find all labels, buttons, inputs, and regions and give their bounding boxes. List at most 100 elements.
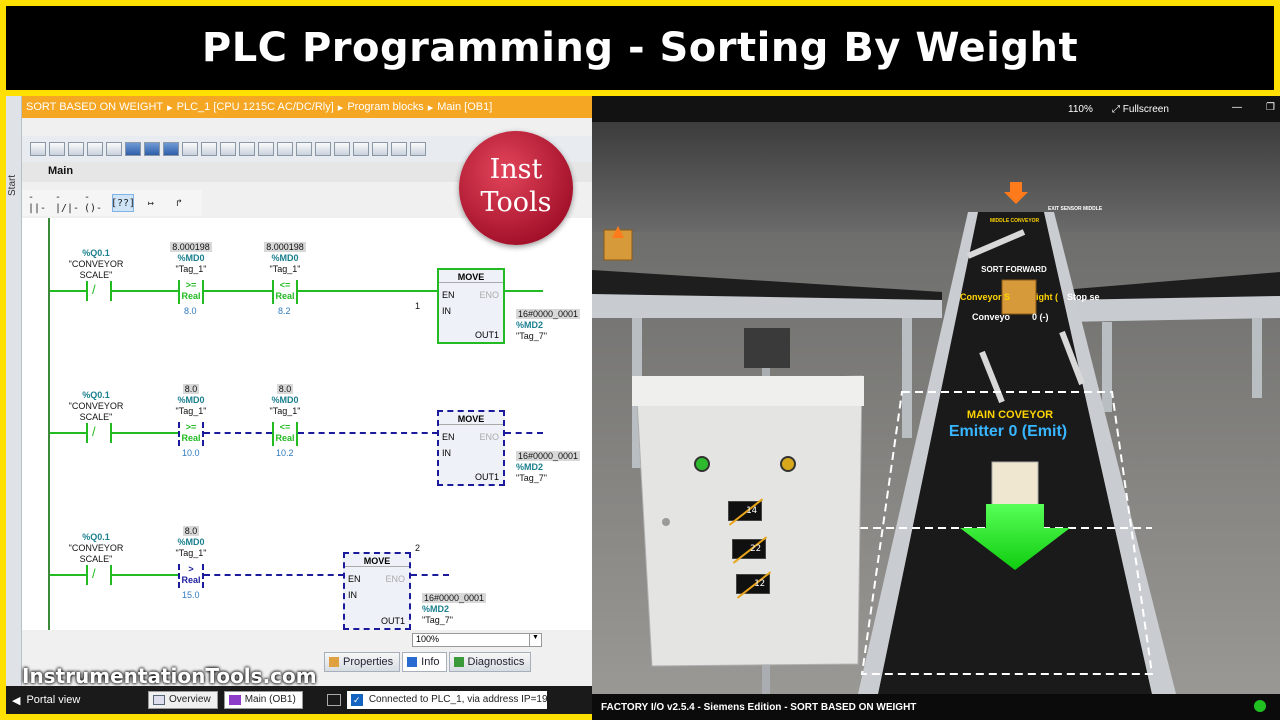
fullscreen-button[interactable]: ⤢ Fullscreen <box>1112 104 1169 115</box>
contact-tag: "CONVEYOR <box>68 259 124 269</box>
toolbar-button[interactable] <box>144 142 160 156</box>
compare-operator: >= <box>185 280 197 290</box>
cabinet-display: 22 <box>732 539 766 559</box>
wire <box>204 574 344 576</box>
display-value: 12 <box>754 579 765 589</box>
chevron-left-icon: ◀ <box>12 694 21 707</box>
move-out-tag: "Tag_7" <box>516 473 547 483</box>
toolbar-button[interactable] <box>163 142 179 156</box>
nc-contact-button[interactable]: -|/|- <box>54 192 80 214</box>
compare-type: Real <box>181 575 201 585</box>
toolbar-button[interactable] <box>220 142 236 156</box>
move-title: MOVE <box>345 554 409 567</box>
ladder-toolbar: -||- -|/|- -()- [??] ↦ ↱ <box>22 190 202 216</box>
monitor-icon[interactable] <box>326 694 341 706</box>
nc-slash: / <box>92 566 96 581</box>
start-strip[interactable]: Start <box>6 96 22 686</box>
compare-le-box[interactable]: <= Real <box>272 280 298 304</box>
toolbar-button[interactable] <box>239 142 255 156</box>
open-branch-button[interactable]: ↦ <box>147 197 155 209</box>
conveyor-leg <box>1252 318 1262 398</box>
compare-le-box[interactable]: <= Real <box>272 422 298 446</box>
contact-address: %Q0.1 <box>82 248 110 258</box>
cmp1-address: %MD0 <box>177 253 205 263</box>
toolbar-button[interactable] <box>125 142 141 156</box>
toolbar-button[interactable] <box>391 142 407 156</box>
toolbar-button[interactable] <box>182 142 198 156</box>
toolbar-button[interactable] <box>372 142 388 156</box>
move-out-live: 16#0000_0001 <box>516 309 581 319</box>
tab-info[interactable]: Info <box>402 652 447 672</box>
move-block[interactable]: MOVE EN ENO IN OUT1 <box>437 410 505 486</box>
cardboard-box <box>1001 279 1037 315</box>
main-ob1-task[interactable]: Main (OB1) <box>223 691 303 709</box>
toolbar-button[interactable] <box>315 142 331 156</box>
restore-icon[interactable]: ❐ <box>1266 102 1275 113</box>
nc-slash: / <box>92 424 96 439</box>
toolbar-button[interactable] <box>106 142 122 156</box>
toolbar-button[interactable] <box>49 142 65 156</box>
breadcrumb-program-blocks[interactable]: Program blocks <box>347 101 424 113</box>
zoom-select[interactable]: 100% ▼ <box>412 633 542 647</box>
nc-contact[interactable]: / <box>86 565 112 585</box>
no-contact-button[interactable]: -||- <box>28 192 47 214</box>
cmp1-constant: 15.0 <box>182 590 200 600</box>
cabinet-display: 12 <box>736 574 770 594</box>
toolbar-button[interactable] <box>277 142 293 156</box>
toolbar-button[interactable] <box>258 142 274 156</box>
expand-icon: ⤢ <box>1112 104 1123 115</box>
contact-tag: SCALE" <box>79 554 113 564</box>
cmp2-live-value: 8.0 <box>276 384 294 394</box>
compare-gt-box[interactable]: > Real <box>178 564 204 588</box>
conveyor-scale-label: Conveyor S <box>960 292 1010 302</box>
coil-button[interactable]: -()- <box>84 192 103 214</box>
wire <box>298 290 438 292</box>
toolbar-button[interactable] <box>296 142 312 156</box>
breadcrumb-project[interactable]: SORT BASED ON WEIGHT <box>26 101 164 113</box>
cmp1-tag: "Tag_1" <box>175 406 207 416</box>
tab-diagnostics[interactable]: Diagnostics <box>448 652 532 672</box>
breadcrumb-plc[interactable]: PLC_1 [CPU 1215C AC/DC/Rly] <box>176 101 334 113</box>
power-rail <box>48 218 50 630</box>
move-block[interactable]: MOVE EN ENO IN OUT1 <box>437 268 505 344</box>
portal-view-button[interactable]: ◀ Portal view <box>12 694 142 707</box>
move-block[interactable]: MOVE EN ENO IN OUT1 <box>343 552 411 630</box>
compare-ge-box[interactable]: >= Real <box>178 422 204 446</box>
factory-scene[interactable]: MAIN COVEYOR Emitter 0 (Emit) SORT FORWA… <box>592 122 1280 694</box>
running-status-icon <box>1254 700 1266 712</box>
toolbar-button[interactable] <box>410 142 426 156</box>
wire <box>298 432 438 434</box>
ladder-editor[interactable]: %Q0.1 "CONVEYOR SCALE" / 8.000198 %MD0 "… <box>22 218 592 695</box>
wire <box>50 290 86 292</box>
overview-task[interactable]: Overview <box>148 691 218 709</box>
compare-type: Real <box>181 291 201 301</box>
nc-contact[interactable]: / <box>86 423 112 443</box>
toolbar-button[interactable] <box>30 142 46 156</box>
overview-icon <box>153 695 165 705</box>
chevron-down-icon[interactable]: ▼ <box>529 634 541 646</box>
move-in: IN <box>442 448 451 458</box>
toolbar-button[interactable] <box>68 142 84 156</box>
minimize-icon[interactable]: — <box>1232 102 1242 113</box>
toolbar-button[interactable] <box>334 142 350 156</box>
empty-box-button[interactable]: [??] <box>111 194 135 212</box>
move-out: OUT1 <box>380 616 405 626</box>
cmp2-address: %MD0 <box>271 253 299 263</box>
nc-contact[interactable]: / <box>86 281 112 301</box>
move-in: IN <box>442 306 451 316</box>
compare-ge-box[interactable]: >= Real <box>178 280 204 304</box>
toolbar-button[interactable] <box>87 142 103 156</box>
tab-properties-label: Properties <box>343 656 394 668</box>
tab-diagnostics-label: Diagnostics <box>467 656 525 668</box>
block-name: Main <box>48 165 74 177</box>
display-value: 22 <box>750 544 761 554</box>
cabinet-display: 14 <box>728 501 762 521</box>
contact-tag: SCALE" <box>79 270 113 280</box>
breadcrumb-main[interactable]: Main [OB1] <box>437 101 493 113</box>
tab-properties[interactable]: Properties <box>324 652 401 672</box>
toolbar-button[interactable] <box>353 142 369 156</box>
cabinet-top <box>632 376 864 406</box>
toolbar-button[interactable] <box>201 142 217 156</box>
close-branch-button[interactable]: ↱ <box>175 197 183 209</box>
diverter-arm <box>1059 330 1085 386</box>
